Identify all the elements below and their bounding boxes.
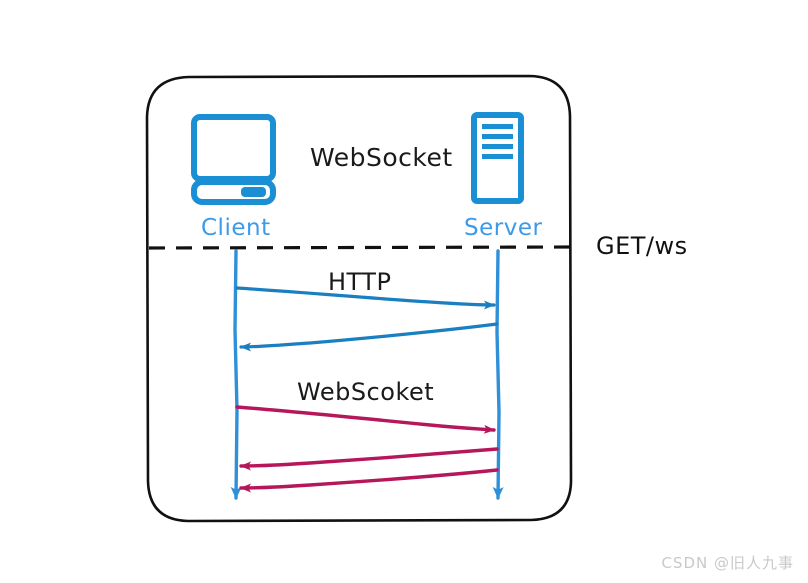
message-http-response xyxy=(239,322,499,352)
handshake-label: GET/ws xyxy=(596,232,688,260)
handshake-separator xyxy=(148,245,571,250)
diagram-title: WebSocket xyxy=(310,143,453,172)
phase-label-http: HTTP xyxy=(328,268,391,296)
watermark: CSDN @旧人九事 xyxy=(661,554,794,572)
phase-label-websocket: WebScoket xyxy=(297,378,434,406)
message-ws-3 xyxy=(239,468,499,493)
actor-label-client: Client xyxy=(201,215,271,241)
actor-label-server: Server xyxy=(464,215,542,241)
message-ws-1 xyxy=(235,405,496,434)
lifeline-client xyxy=(230,249,242,500)
lifeline-server xyxy=(492,249,504,500)
diagram-frame xyxy=(145,74,573,523)
message-ws-2 xyxy=(239,447,499,471)
desktop-computer-icon xyxy=(191,114,276,205)
message-http-request xyxy=(235,286,496,310)
server-tower-icon xyxy=(471,112,524,204)
